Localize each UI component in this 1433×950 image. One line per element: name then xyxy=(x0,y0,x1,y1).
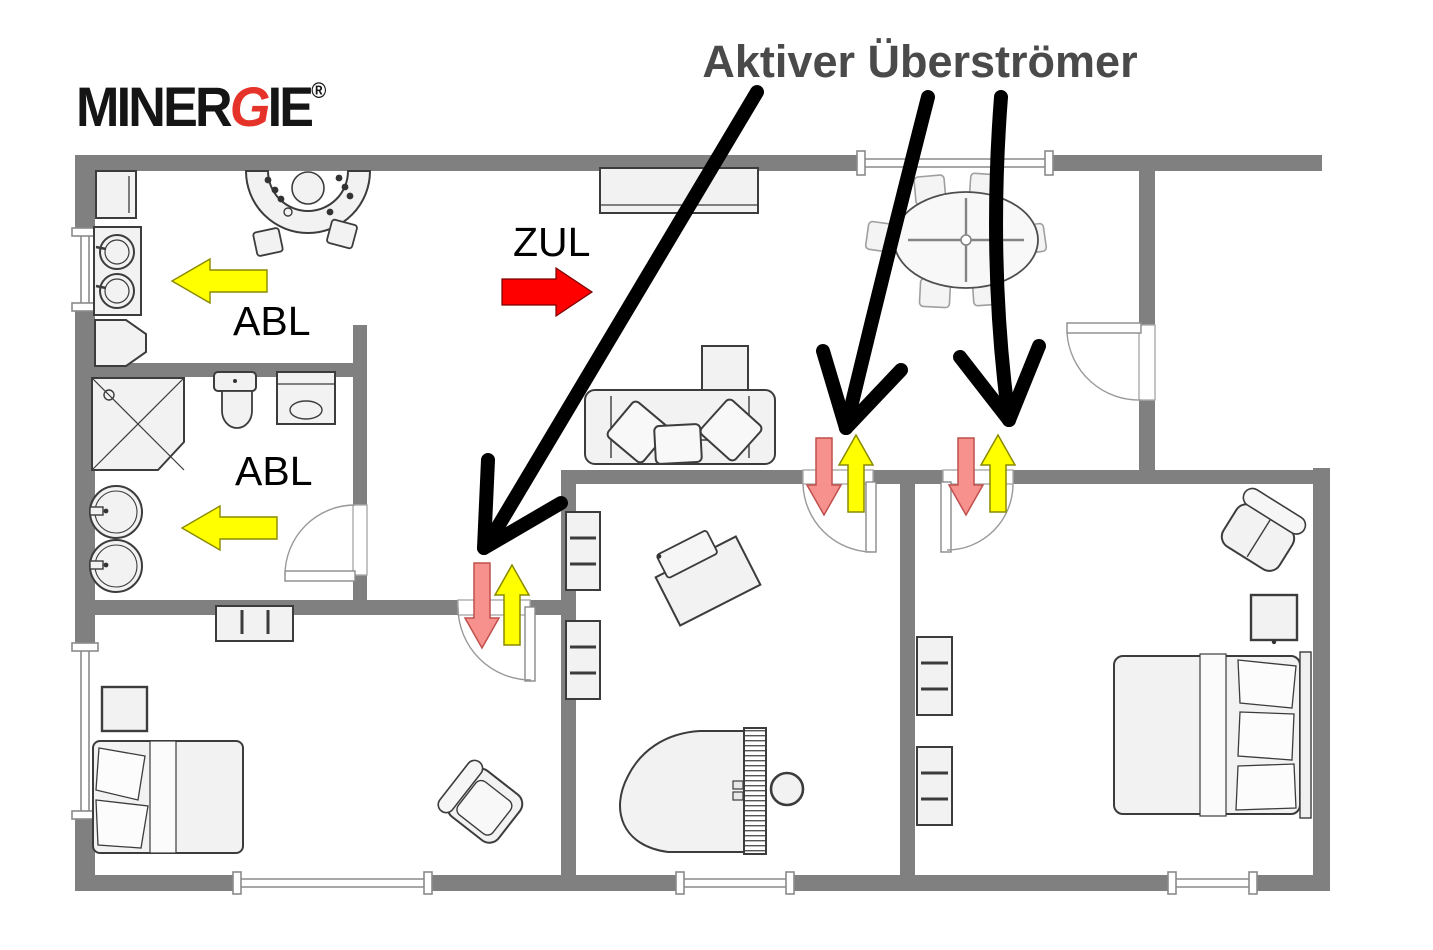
wardrobe xyxy=(215,605,294,642)
page-title: Aktiver Überströmer xyxy=(702,36,1138,87)
sofa xyxy=(584,389,776,465)
door-swing xyxy=(457,599,536,682)
armchair xyxy=(1220,487,1307,572)
bookshelf xyxy=(916,746,953,826)
corner-cabinet xyxy=(94,319,147,367)
minergie-logo: MINERGIE® xyxy=(76,74,326,139)
living-furniture xyxy=(584,167,1048,465)
bookshelf xyxy=(565,620,601,700)
abl-label-kitchen: ABL xyxy=(233,298,311,344)
extract-arrow-kitchen xyxy=(170,257,268,305)
overflow-arrow-pair-bedroom2 xyxy=(947,433,1017,517)
stool xyxy=(326,218,358,250)
annotation-arrow-2 xyxy=(816,90,935,435)
annotation-arrow-3 xyxy=(953,90,1046,427)
door-swing xyxy=(802,469,877,553)
window xyxy=(856,150,1054,176)
overflow-up-arrow xyxy=(837,433,875,513)
dining-table xyxy=(893,191,1039,289)
registered-mark: ® xyxy=(311,78,327,103)
doors xyxy=(284,322,1156,682)
annotation-arrows xyxy=(477,85,1046,555)
piano-stool xyxy=(769,771,805,807)
overflow-up-arrow xyxy=(979,433,1017,513)
armchair xyxy=(437,759,524,844)
supply-arrow-zul xyxy=(501,266,594,318)
shower xyxy=(91,377,185,471)
bookshelf xyxy=(565,511,601,591)
overflow-down-arrow xyxy=(463,562,501,650)
bathroom-furniture xyxy=(89,371,336,593)
toilet xyxy=(213,371,257,429)
bar-counter xyxy=(244,170,372,234)
overflow-up-arrow xyxy=(493,563,531,646)
grand-piano xyxy=(619,727,767,855)
fridge-cabinet xyxy=(95,170,137,219)
overflow-arrow-pair-bedroom1 xyxy=(463,562,531,650)
bedroom2-furniture xyxy=(1113,487,1312,819)
washing-machine xyxy=(276,371,336,425)
desk-chair xyxy=(656,530,718,579)
bookshelf xyxy=(916,636,953,716)
washer-dryer-stack xyxy=(93,226,142,316)
logo-text-post: IE xyxy=(267,75,314,138)
abl-label-bath: ABL xyxy=(235,448,313,494)
wash-basin xyxy=(89,485,143,539)
side-table xyxy=(100,685,149,733)
stool xyxy=(252,227,284,257)
music-room-furniture xyxy=(565,511,953,855)
extract-arrow-bath xyxy=(180,504,278,552)
overflow-arrow-pair-music-room xyxy=(805,433,875,517)
side-table xyxy=(1249,593,1299,645)
kitchen-furniture xyxy=(93,170,372,367)
annotation-arrow-1 xyxy=(477,85,764,555)
zul-label: ZUL xyxy=(513,219,591,265)
overflow-down-arrow xyxy=(805,437,843,517)
bedroom1-furniture xyxy=(92,605,524,854)
window xyxy=(232,871,433,895)
sideboard xyxy=(599,167,759,214)
window xyxy=(71,227,99,312)
double-bed xyxy=(92,740,244,854)
door-swing xyxy=(1066,322,1156,401)
logo-text-pre: MINER xyxy=(76,75,233,138)
window xyxy=(675,871,795,895)
wash-basin xyxy=(89,539,143,593)
overflow-down-arrow xyxy=(947,437,985,517)
window xyxy=(1167,871,1258,895)
double-bed xyxy=(1113,651,1312,819)
window xyxy=(71,642,99,820)
door-swing xyxy=(284,504,368,582)
logo-accent-letter: G xyxy=(229,75,270,138)
